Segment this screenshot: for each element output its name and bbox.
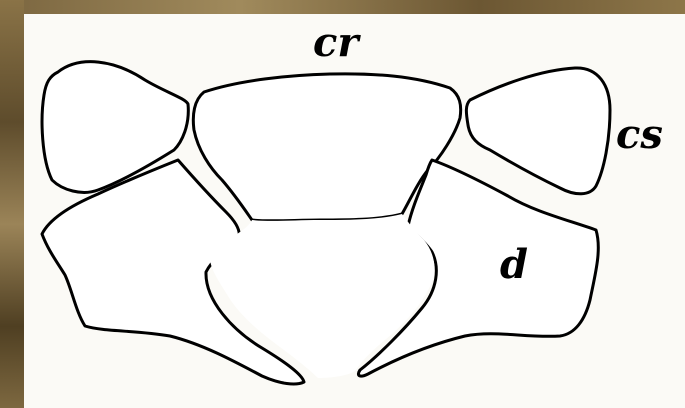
label-cr: cr — [313, 19, 361, 66]
plate-central-bottom — [210, 214, 435, 378]
wood-background-top — [0, 0, 685, 14]
plate-upper-left — [40, 60, 190, 194]
plate-central-top — [191, 72, 463, 223]
label-d: d — [500, 241, 528, 288]
plate-upper-right — [464, 66, 612, 196]
label-cs: cs — [616, 111, 663, 158]
wood-background-left — [0, 0, 24, 408]
